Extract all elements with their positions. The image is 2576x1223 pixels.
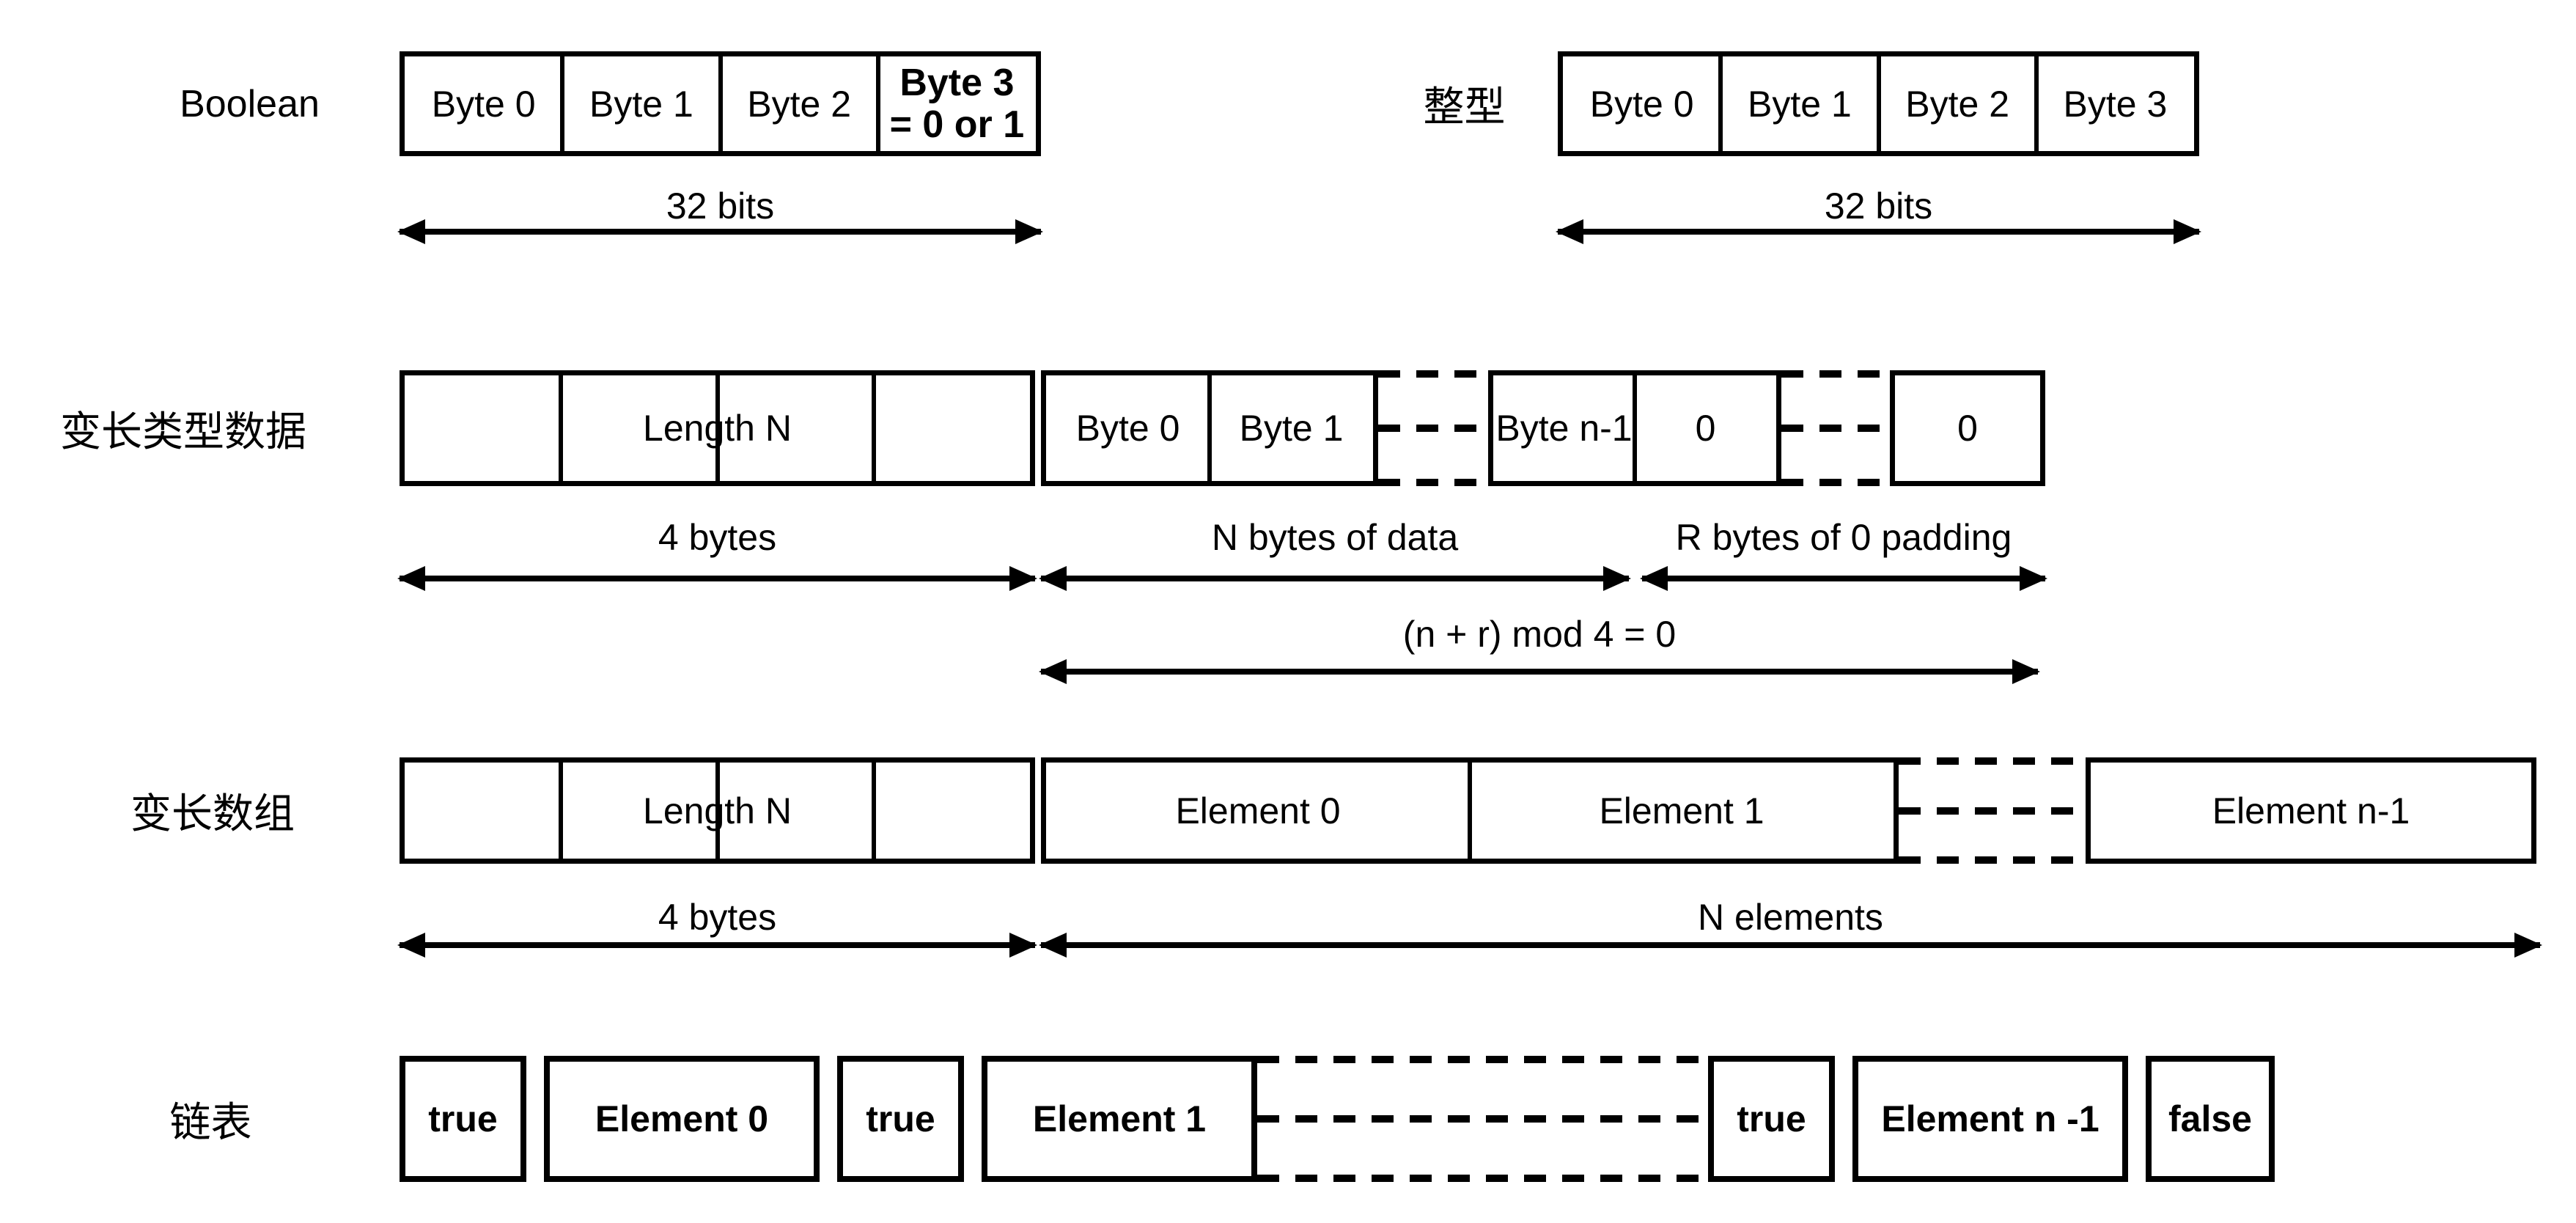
boolean-byte3-line1: Byte 3 xyxy=(899,62,1015,105)
integer-byte-group: Byte 0 Byte 1 Byte 2 Byte 3 xyxy=(1558,51,2199,156)
dash-line xyxy=(1378,425,1488,432)
var-data-mod4-label: (n + r) mod 4 = 0 xyxy=(1402,614,1677,655)
var-data-rpad-arrow xyxy=(1640,566,2047,591)
dash-line xyxy=(1899,856,2086,864)
var-array-4bytes-arrow xyxy=(397,933,1037,958)
cell-divider xyxy=(871,375,876,481)
linked-list-true-box: true xyxy=(1708,1056,1835,1182)
cell-divider xyxy=(871,763,876,859)
var-data-continuation-gap xyxy=(1378,370,1488,486)
integer-byte0-cell: Byte 0 xyxy=(1589,83,1694,125)
var-data-tail-pair: Byte n-1 0 xyxy=(1488,370,1781,486)
var-array-row-label: 变长数组 xyxy=(130,790,295,837)
boolean-byte3-cell: Byte 3 = 0 or 1 xyxy=(878,56,1036,151)
integer-row-label: 整型 xyxy=(1423,84,1506,130)
var-array-length-group: Length N xyxy=(400,757,1035,864)
var-array-nelements-arrow xyxy=(1039,933,2542,958)
boolean-32bits-arrow xyxy=(397,219,1043,244)
var-data-byte-pair: Byte 0 Byte 1 xyxy=(1041,370,1378,486)
var-array-continuation-gap xyxy=(1899,757,2086,864)
linked-list-true-box: true xyxy=(400,1056,526,1182)
var-data-4bytes-label: 4 bytes xyxy=(658,517,777,558)
boolean-32bits-label: 32 bits xyxy=(666,186,775,227)
var-data-rpad-label: R bytes of 0 padding xyxy=(1675,517,2012,558)
var-data-continuation-gap xyxy=(1781,370,1890,486)
cell-divider xyxy=(1207,375,1212,481)
boolean-byte1-cell: Byte 1 xyxy=(589,83,693,125)
var-array-4bytes-label: 4 bytes xyxy=(658,897,777,938)
cell-divider xyxy=(560,56,565,151)
dash-line xyxy=(1781,425,1890,432)
var-data-last-pad-box: 0 xyxy=(1890,370,2045,486)
var-array-last-element-box: Element n-1 xyxy=(2086,757,2536,864)
var-data-row-label: 变长类型数据 xyxy=(60,408,306,455)
var-data-nbytes-label: N bytes of data xyxy=(1211,517,1459,558)
integer-32bits-label: 32 bits xyxy=(1824,186,1933,227)
cell-divider xyxy=(715,763,720,859)
boolean-byte3-line2: = 0 or 1 xyxy=(889,103,1025,146)
linked-list-row-label: 链表 xyxy=(169,1098,252,1145)
integer-byte3-cell: Byte 3 xyxy=(2063,83,2168,125)
var-array-element1-cell: Element 1 xyxy=(1599,790,1764,831)
var-data-pad0-cell: 0 xyxy=(1695,408,1716,449)
var-data-byte0-cell: Byte 0 xyxy=(1075,408,1180,449)
var-array-element-n1-cell: Element n-1 xyxy=(2212,790,2410,831)
cell-divider xyxy=(2034,56,2039,151)
var-data-nbytes-arrow xyxy=(1039,566,1631,591)
cell-divider xyxy=(875,56,880,151)
var-array-element0-cell: Element 0 xyxy=(1175,790,1341,831)
dash-line xyxy=(1899,807,2086,815)
var-data-byte1-cell: Byte 1 xyxy=(1239,408,1344,449)
cell-divider xyxy=(559,763,564,859)
cell-divider xyxy=(1718,56,1723,151)
linked-list-continuation-gap xyxy=(1257,1056,1708,1182)
boolean-byte0-cell: Byte 0 xyxy=(431,83,536,125)
dash-line xyxy=(1257,1056,1708,1063)
dash-line xyxy=(1378,370,1488,378)
var-array-element-pair: Element 0 Element 1 xyxy=(1041,757,1899,864)
dash-line xyxy=(1781,370,1890,378)
cell-divider xyxy=(1876,56,1881,151)
var-data-length-cell: Length N xyxy=(643,408,792,449)
cell-divider xyxy=(1633,375,1637,481)
cell-divider xyxy=(559,375,564,481)
var-data-length-group: Length N xyxy=(400,370,1035,486)
linked-list-element-n1-box: Element n -1 xyxy=(1852,1056,2128,1182)
var-array-nelements-label: N elements xyxy=(1698,897,1883,938)
cell-divider xyxy=(715,375,720,481)
cell-divider xyxy=(1468,763,1472,859)
var-data-mod4-arrow xyxy=(1039,659,2040,684)
var-array-length-cell: Length N xyxy=(643,790,792,831)
linked-list-false-box: false xyxy=(2146,1056,2275,1182)
linked-list-element1-box: Element 1 xyxy=(982,1056,1257,1182)
boolean-byte-group: Byte 0 Byte 1 Byte 2 Byte 3 = 0 or 1 xyxy=(400,51,1041,156)
boolean-row-label: Boolean xyxy=(180,82,320,125)
integer-byte1-cell: Byte 1 xyxy=(1748,83,1852,125)
integer-32bits-arrow xyxy=(1556,219,2201,244)
integer-byte2-cell: Byte 2 xyxy=(1905,83,2009,125)
dash-line xyxy=(1257,1115,1708,1123)
var-data-pad-last-cell: 0 xyxy=(1957,408,1978,449)
cell-divider xyxy=(718,56,723,151)
dash-line xyxy=(1899,757,2086,765)
var-data-4bytes-arrow xyxy=(397,566,1037,591)
var-data-byte-n1-cell: Byte n-1 xyxy=(1495,408,1633,449)
linked-list-element0-box: Element 0 xyxy=(544,1056,820,1182)
dash-line xyxy=(1257,1175,1708,1182)
dash-line xyxy=(1781,479,1890,486)
linked-list-true-box: true xyxy=(837,1056,964,1182)
boolean-byte2-cell: Byte 2 xyxy=(747,83,851,125)
dash-line xyxy=(1378,479,1488,486)
